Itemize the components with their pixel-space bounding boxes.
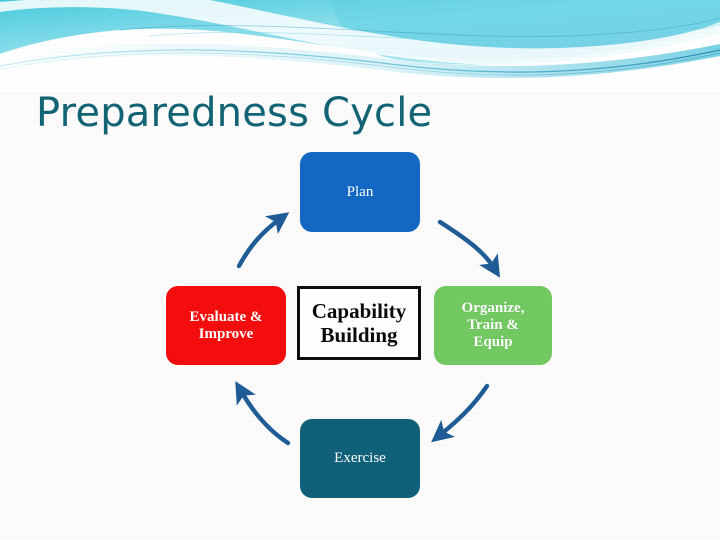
arrow-evaluate-to-plan	[236, 212, 290, 269]
cycle-node-evaluate-improve[interactable]: Evaluate & Improve	[166, 286, 286, 365]
cycle-node-exercise-label: Exercise	[334, 450, 386, 467]
arrow-plan-to-organize	[437, 219, 501, 278]
organize-line-2: Train &	[467, 317, 519, 334]
wave-banner-graphic	[0, 0, 720, 92]
cycle-node-evaluate-improve-label: Evaluate & Improve	[190, 309, 263, 343]
cycle-node-plan-label: Plan	[346, 183, 374, 200]
evaluate-line-1: Evaluate &	[189, 308, 263, 325]
evaluate-line-2: Improve	[198, 325, 254, 342]
arrow-organize-to-exercise	[431, 383, 490, 443]
arrow-exercise-to-evaluate	[235, 381, 291, 446]
cycle-node-plan[interactable]: Plan	[300, 152, 420, 232]
cycle-node-exercise[interactable]: Exercise	[300, 419, 420, 498]
organize-line-1: Organize,	[461, 300, 525, 317]
cycle-node-organize-train-equip[interactable]: Organize, Train & Equip	[434, 286, 552, 365]
cycle-node-organize-train-equip-label: Organize, Train & Equip	[462, 300, 525, 350]
cycle-center-label: Capability Building	[312, 299, 407, 348]
center-line-2: Building	[320, 323, 398, 347]
organize-line-3: Equip	[473, 333, 513, 350]
header-banner	[0, 0, 720, 92]
page-title: Preparedness Cycle	[36, 90, 433, 136]
center-line-1: Capability	[311, 298, 407, 323]
cycle-center-capability-building[interactable]: Capability Building	[297, 286, 421, 360]
